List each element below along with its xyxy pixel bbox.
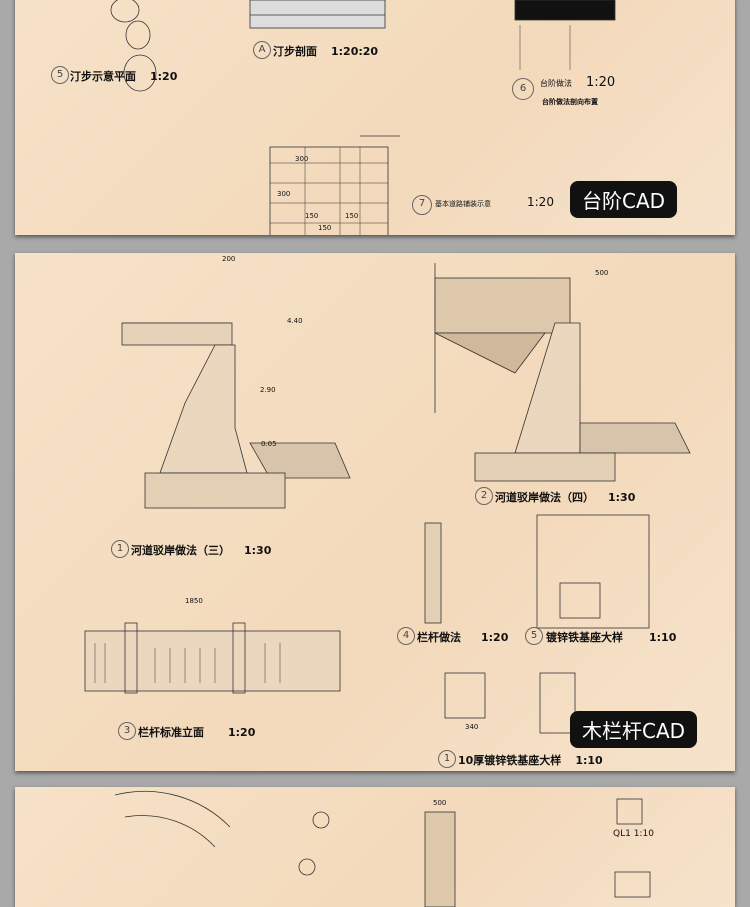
drawing-title: QL1 1:10 — [613, 829, 654, 839]
dimension: 150 — [345, 212, 359, 220]
dimension: 150 — [305, 212, 319, 220]
dimension: 150 — [318, 224, 332, 232]
drawing-number: 5 — [51, 66, 69, 84]
dimension: 500 — [433, 799, 447, 807]
drawing-number: 6 — [512, 78, 534, 100]
drawing-number: 1 — [438, 750, 456, 768]
panel-wood-railing-cad: 200 4.40 2.90 0.05 500 1850 340 1 河道驳岸做法… — [15, 253, 735, 771]
drawing-title: 河道驳岸做法（四）1:30 — [495, 491, 636, 504]
drawing-number: 1 — [111, 540, 129, 558]
dimension: 300 — [277, 190, 291, 198]
dimension: 1850 — [185, 597, 203, 605]
steps-drawing-lines — [110, 0, 616, 235]
drawing-note: 台阶做法剖向布置 — [542, 98, 598, 106]
category-badge: 木栏杆CAD — [570, 711, 698, 748]
dimension: 200 — [222, 255, 236, 263]
dimension: 500 — [595, 269, 609, 277]
drawing-number: A — [253, 41, 271, 59]
dimension: 4.40 — [287, 317, 303, 325]
drawing-number: 5 — [525, 627, 543, 645]
dimension: 300 — [295, 155, 309, 163]
drawing-number: 2 — [475, 487, 493, 505]
category-badge: 台阶CAD — [570, 181, 678, 218]
railing-drawing-lines — [84, 263, 691, 734]
drawing-title: 河道驳岸做法（三）1:30 — [131, 544, 272, 557]
dimension: 340 — [465, 723, 479, 731]
drawing-number: 4 — [397, 627, 415, 645]
dimension: 2.90 — [260, 386, 276, 394]
panel-cad-preview: 500 QL1 1:10 — [15, 787, 735, 907]
dimension: 0.05 — [261, 440, 277, 448]
drawing-number: 3 — [118, 722, 136, 740]
drawing-number: 7 — [412, 195, 432, 215]
preview-drawing-lines — [114, 790, 651, 907]
